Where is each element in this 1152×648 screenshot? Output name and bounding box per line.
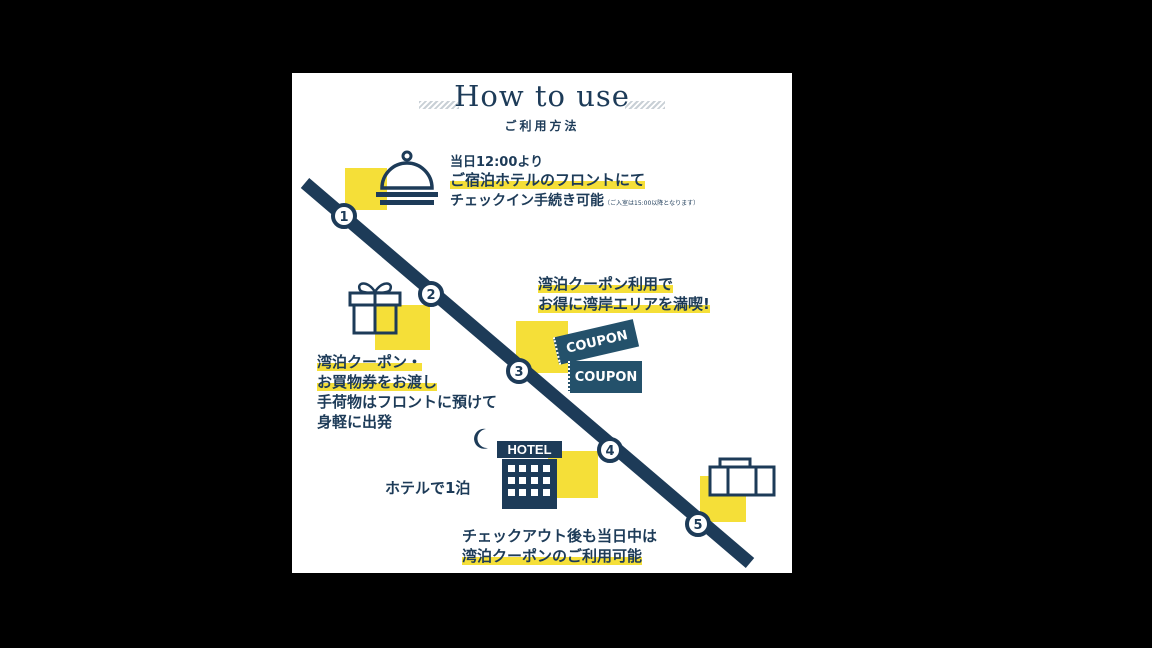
step1-line1: 当日12:00より (450, 155, 544, 170)
step2-marker: 2 (418, 281, 444, 307)
step1-note: （ご入室は15:00以降となります） (604, 200, 700, 207)
step4-marker: 4 (597, 437, 623, 463)
step3-marker: 3 (506, 358, 532, 384)
route-line: 1 2 3 4 5 (300, 178, 755, 568)
svg-text:3: 3 (514, 365, 523, 380)
svg-text:4: 4 (605, 444, 614, 459)
step3-line2: お得に湾岸エリアを満喫! (538, 295, 710, 313)
step2-line4: 身軽に出発 (317, 413, 393, 431)
step1-line2: ご宿泊ホテルのフロントにて (450, 171, 646, 189)
page-title: How to use (454, 79, 630, 113)
step3-line1: 湾泊クーポン利用で (538, 275, 674, 293)
crescent-moon-icon (474, 428, 488, 449)
step5-line2: 湾泊クーポンのご利用可能 (462, 547, 643, 565)
step2-line3: 手荷物はフロントに預けて (317, 393, 498, 411)
hotel-building-body (502, 459, 557, 509)
step5-line1: チェックアウト後も当日中は (462, 527, 658, 545)
step1-marker: 1 (331, 203, 357, 229)
step5-marker: 5 (685, 511, 711, 537)
page-subtitle: ご利用方法 (504, 119, 580, 133)
header-hatch-right (625, 101, 665, 109)
step4-line1: ホテルで1泊 (385, 479, 471, 497)
step2-accent (375, 305, 430, 350)
service-bell-icon (376, 150, 438, 205)
svg-text:5: 5 (693, 518, 702, 533)
how-to-use-card: How to use ご利用方法 1 2 3 4 5 (292, 73, 792, 573)
header-hatch-left (419, 101, 459, 109)
step1-line3: チェックイン手続き可能（ご入室は15:00以降となります） (450, 193, 700, 209)
suitcase-icon (708, 457, 776, 497)
svg-text:1: 1 (339, 210, 348, 225)
gift-box-icon (348, 282, 402, 335)
step2-line1: 湾泊クーポン・ (317, 353, 423, 371)
svg-text:2: 2 (426, 288, 435, 303)
step2-line2: お買物券をお渡し (317, 373, 438, 391)
hotel-sign: HOTEL (497, 441, 562, 458)
coupon-ticket-icon-2: COUPON (568, 361, 642, 393)
